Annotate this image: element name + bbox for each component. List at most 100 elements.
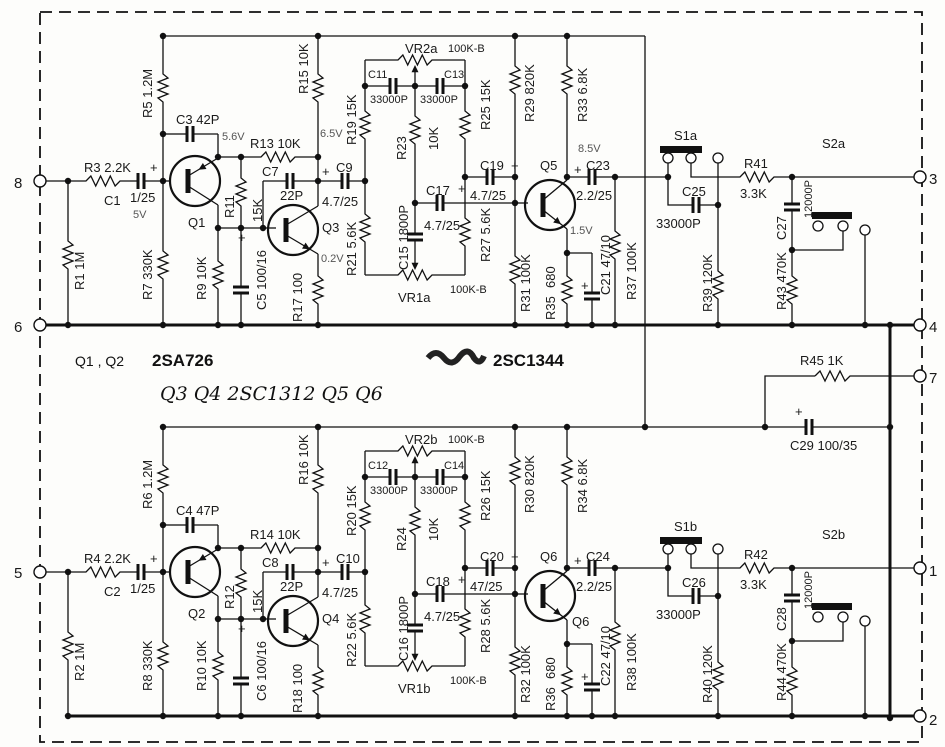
resistor-r23 bbox=[408, 86, 422, 203]
transistor-q3-top-lead bbox=[285, 205, 319, 226]
label-vr1: VR1a bbox=[398, 290, 431, 305]
label-c15: C15 1800P bbox=[396, 205, 411, 270]
transistor-notes: Q1 , Q2 2SA726 2SC1344 Q3 Q4 2SC1312 Q5 … bbox=[75, 348, 564, 405]
note-handwritten: Q3 Q4 2SC1312 Q5 Q6 bbox=[160, 383, 383, 405]
transistor-q5-top-lead bbox=[542, 179, 568, 201]
label-r33: R34 6.8K bbox=[575, 458, 590, 513]
label-r29: R30 820K bbox=[522, 455, 537, 513]
label-r35: R36 bbox=[543, 687, 558, 711]
potentiometer-vr2 bbox=[365, 53, 465, 67]
switch-contact bbox=[712, 543, 724, 555]
label-r41-value: 3.3K bbox=[740, 186, 767, 201]
label-r1: R2 1M bbox=[72, 643, 87, 681]
resistor-r17 bbox=[311, 254, 325, 325]
npn-emitter-arrow-icon bbox=[302, 242, 310, 250]
pnp-emitter-arrow-icon bbox=[198, 554, 207, 561]
label-c23-plus: + bbox=[574, 553, 582, 568]
label-r23: R23 bbox=[394, 136, 409, 160]
terminal-7-label: 7 bbox=[929, 370, 937, 387]
label-r35-value: 680 bbox=[543, 657, 558, 679]
transistor-q1-bottom-lead bbox=[187, 576, 219, 597]
resistor-r39 bbox=[711, 554, 725, 716]
channel-b-extra-labels: Q6 bbox=[572, 614, 589, 629]
wiper-arrow-icon bbox=[411, 262, 419, 270]
terminal-5-label: 5 bbox=[14, 565, 22, 582]
label-q6-extra: Q6 bbox=[572, 614, 589, 629]
label-r3: R4 2.2K bbox=[84, 551, 131, 566]
switch-actuator bbox=[660, 146, 702, 153]
resistor-r41 bbox=[718, 170, 792, 184]
switch-contact bbox=[712, 152, 724, 164]
note-2sc1344: 2SC1344 bbox=[493, 351, 564, 370]
switch-contact bbox=[662, 152, 674, 164]
label-c5-plus: + bbox=[238, 230, 246, 245]
channel-b-labels: R4 2.2K + C2 1/25 R2 1M R6 1.2M C4 47P Q… bbox=[72, 432, 845, 713]
label-q5: Q6 bbox=[540, 549, 557, 564]
label-c29: C29 100/35 bbox=[790, 438, 857, 453]
terminal-3 bbox=[913, 170, 927, 184]
label-r11: R12 bbox=[222, 585, 237, 609]
label-r41-value: 3.3K bbox=[740, 577, 767, 592]
voltage-labels: 5V 5.6V 6.5V 0.2V 8.5V 1.5V bbox=[133, 128, 601, 265]
label-c9-plus: + bbox=[322, 164, 330, 179]
label-c9-value: 4.7/25 bbox=[322, 194, 358, 209]
transistor-q1-bottom-lead bbox=[187, 185, 219, 206]
potentiometer-vr1 bbox=[365, 268, 465, 282]
junction-dot bbox=[886, 321, 894, 329]
resistor-r33 bbox=[560, 427, 574, 568]
label-q1: Q1 bbox=[188, 215, 205, 230]
label-vr2: VR2b bbox=[405, 432, 438, 447]
voltage-q3-emitter: 0.2V bbox=[321, 253, 344, 265]
voltage-c1: 5V bbox=[133, 209, 147, 221]
label-r11-value: 15K bbox=[250, 590, 265, 613]
resistor-r29 bbox=[508, 36, 522, 177]
label-r23-value: 10K bbox=[426, 518, 441, 541]
label-r15: R16 10K bbox=[296, 434, 311, 485]
switch-actuator bbox=[660, 537, 702, 544]
label-c19: C19 bbox=[480, 158, 504, 173]
label-r17: R18 100 bbox=[290, 664, 305, 713]
label-c1-value: 1/25 bbox=[130, 581, 155, 596]
label-vr1-value: 100K-B bbox=[450, 284, 487, 296]
voltage-q1-emitter: 5.6V bbox=[222, 131, 245, 143]
label-c1: C2 bbox=[104, 584, 121, 599]
transistor-q5-top-lead bbox=[542, 570, 568, 592]
label-q1: Q2 bbox=[188, 606, 205, 621]
potentiometer-vr2 bbox=[365, 444, 465, 458]
resistor-r-shunt bbox=[61, 181, 75, 325]
label-c17-value: 4.7/25 bbox=[424, 609, 460, 624]
npn-emitter-arrow-icon bbox=[302, 633, 310, 641]
label-c27: C28 bbox=[774, 607, 789, 631]
label-r3: R3 2.2K bbox=[84, 160, 131, 175]
label-r31: R32 100K bbox=[518, 645, 533, 703]
label-s1: S1a bbox=[674, 128, 698, 143]
wire bbox=[792, 622, 844, 642]
resistor-r41 bbox=[718, 561, 792, 575]
label-c13-value: 33000P bbox=[420, 485, 458, 497]
label-r45: R45 1K bbox=[800, 353, 844, 368]
resistor-r27 bbox=[458, 177, 472, 275]
label-r43: R44 470K bbox=[774, 643, 789, 701]
switch-contact bbox=[685, 543, 697, 555]
label-s1: S1b bbox=[674, 519, 697, 534]
resistor-r43 bbox=[785, 641, 799, 716]
label-c21-plus: + bbox=[581, 669, 589, 684]
label-vr2: VR2a bbox=[405, 41, 438, 56]
label-r5: R5 1.2M bbox=[140, 69, 155, 118]
label-r21: R22 5.6K bbox=[344, 612, 359, 667]
resistor-r13 bbox=[218, 150, 318, 164]
label-c1-value: 1/25 bbox=[130, 190, 155, 205]
resistor-r15 bbox=[311, 427, 325, 548]
resistor-r39 bbox=[711, 163, 725, 325]
label-c25: C26 bbox=[682, 575, 706, 590]
switch-actuator bbox=[812, 603, 852, 610]
resistor-r31 bbox=[508, 594, 522, 716]
label-c1-plus: + bbox=[150, 160, 158, 175]
transistor-q5-bottom-lead bbox=[542, 600, 568, 621]
label-r35: R35 bbox=[543, 296, 558, 320]
potentiometer-vr1 bbox=[365, 659, 465, 673]
label-c27: C27 bbox=[774, 216, 789, 240]
transistor-q1-body bbox=[168, 545, 222, 599]
label-c7-value: 22P bbox=[280, 579, 303, 594]
